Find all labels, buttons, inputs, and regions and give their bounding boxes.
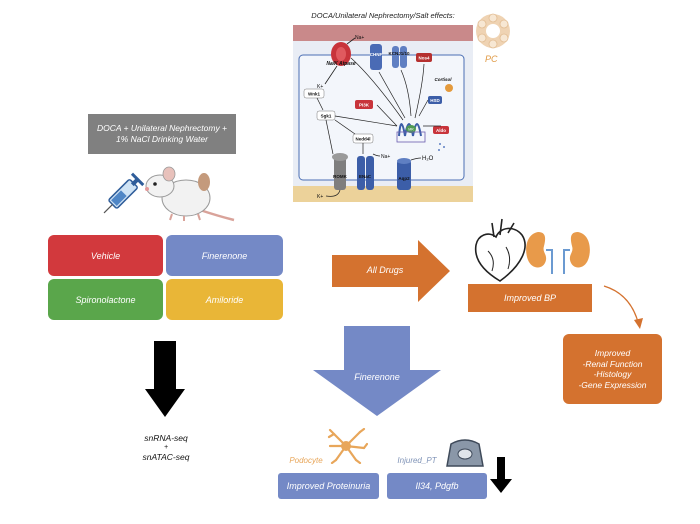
signaling-arrows	[316, 57, 441, 155]
treatment-finerenone: Finerenone	[166, 235, 283, 276]
label-h2o: H₂O	[422, 156, 434, 162]
cell-panel: DOCA/Unilateral Nephrectomy/Salt effects…	[293, 8, 473, 208]
improved-outcomes-line-1: Improved	[594, 348, 631, 358]
label-na-top: Na+	[355, 35, 364, 41]
syringe-icon	[96, 170, 146, 222]
na-k-atpase-pump-icon	[331, 42, 351, 66]
cortisol-molecule-icon	[445, 84, 453, 92]
improved-bp-arrow	[600, 282, 646, 332]
label-chnf: CHNF	[370, 52, 383, 57]
improved-outcomes-line-3: -Histology	[593, 369, 632, 379]
label-nos4: Nos4	[418, 56, 430, 61]
mr-receptor-icon	[396, 123, 426, 143]
label-k-bottom: K+	[317, 194, 323, 200]
label-aqp2: Aqp2	[398, 176, 410, 181]
improved-proteinuria-label: Improved Proteinuria	[286, 481, 371, 491]
treatment-finerenone-label: Finerenone	[201, 250, 248, 261]
improved-outcomes-box: Improved -Renal Function -Histology -Gen…	[563, 334, 662, 404]
label-k-left: K+	[317, 84, 323, 90]
finerenone-down-arrow	[313, 326, 441, 416]
seq-label-plus: +	[163, 444, 169, 451]
kcnj-channel-icon	[392, 46, 407, 68]
treatment-amiloride: Amiloride	[166, 279, 283, 320]
label-wnk1: Wnk1	[308, 92, 320, 97]
injured-pt-cell-icon	[443, 438, 487, 468]
rat-icon	[138, 160, 238, 226]
injured-pt-label: Injured_PT	[397, 456, 437, 465]
label-nedd4l: Nedd4l	[355, 137, 370, 142]
enac-channel-icon	[357, 156, 374, 190]
treatment-vehicle: Vehicle	[48, 235, 163, 276]
treatment-spironolactone-label: Spironolactone	[75, 294, 136, 305]
romk-channel-icon	[332, 153, 348, 190]
apical-membrane	[293, 25, 473, 41]
pc-cell-icon	[474, 12, 512, 50]
improved-outcomes-line-4: -Gene Expression	[578, 379, 647, 390]
kidneys-icon	[524, 228, 592, 276]
label-aldo: Aldo	[436, 128, 446, 133]
label-pi3k: PI3K	[359, 103, 370, 108]
improved-proteinuria-box: Improved Proteinuria	[278, 473, 379, 499]
podocyte-label: Podocyte	[289, 456, 323, 465]
downregulated-arrow-icon	[490, 457, 512, 493]
podocyte-icon	[326, 427, 369, 465]
aldo-box	[433, 126, 449, 134]
wnk1-box	[303, 88, 325, 99]
improved-bp-label: Improved BP	[503, 293, 557, 303]
chnf-channel-icon	[370, 44, 382, 70]
all-drugs-arrow	[332, 240, 450, 302]
pc-label: PC	[485, 54, 498, 64]
nos4-box	[416, 53, 432, 62]
treatment-spironolactone: Spironolactone	[48, 279, 163, 320]
treatment-vehicle-label: Vehicle	[90, 250, 121, 261]
model-description-box: DOCA + Unilateral Nephrectomy + 1% NaCl …	[88, 114, 236, 154]
label-mr: MR	[408, 128, 414, 132]
pi3k-box	[355, 100, 373, 109]
label-hsd: HSD	[430, 98, 440, 103]
sequencing-down-arrow	[145, 341, 185, 417]
label-sgk1: Sgk1	[321, 114, 332, 119]
label-romk: ROMK	[333, 174, 347, 179]
collecting-duct-cell-diagram: DOCA/Unilateral Nephrectomy/Salt effects…	[293, 11, 473, 202]
heart-icon	[470, 217, 532, 285]
label-cortisol: Cortisol	[434, 77, 452, 82]
label-na-k-atpase: Na/K Atpase	[326, 61, 355, 67]
seq-label-snatac: snATAC-seq	[142, 452, 190, 462]
treatment-amiloride-label: Amiloride	[205, 294, 244, 305]
genes-label: Il34, Pdgfb	[415, 481, 459, 491]
all-drugs-label: All Drugs	[366, 265, 404, 275]
label-kcnj: KCNJ1/10	[388, 51, 410, 56]
label-na-right: Na+	[381, 154, 390, 160]
genes-box: Il34, Pdgfb	[387, 473, 487, 499]
aqp2-channel-icon	[397, 158, 411, 190]
hsd-box	[428, 96, 442, 104]
finerenone-arrow-label: Finerenone	[354, 372, 400, 382]
cell-panel-title: DOCA/Unilateral Nephrectomy/Salt effects…	[311, 11, 454, 20]
improved-outcomes-line-2: -Renal Function	[582, 358, 643, 369]
model-description-text: DOCA + Unilateral Nephrectomy + 1% NaCl …	[96, 123, 228, 144]
improved-bp-box: Improved BP	[468, 284, 592, 312]
label-enac: ENaC	[359, 174, 372, 179]
seq-label-snrna: snRNA-seq	[144, 433, 188, 443]
